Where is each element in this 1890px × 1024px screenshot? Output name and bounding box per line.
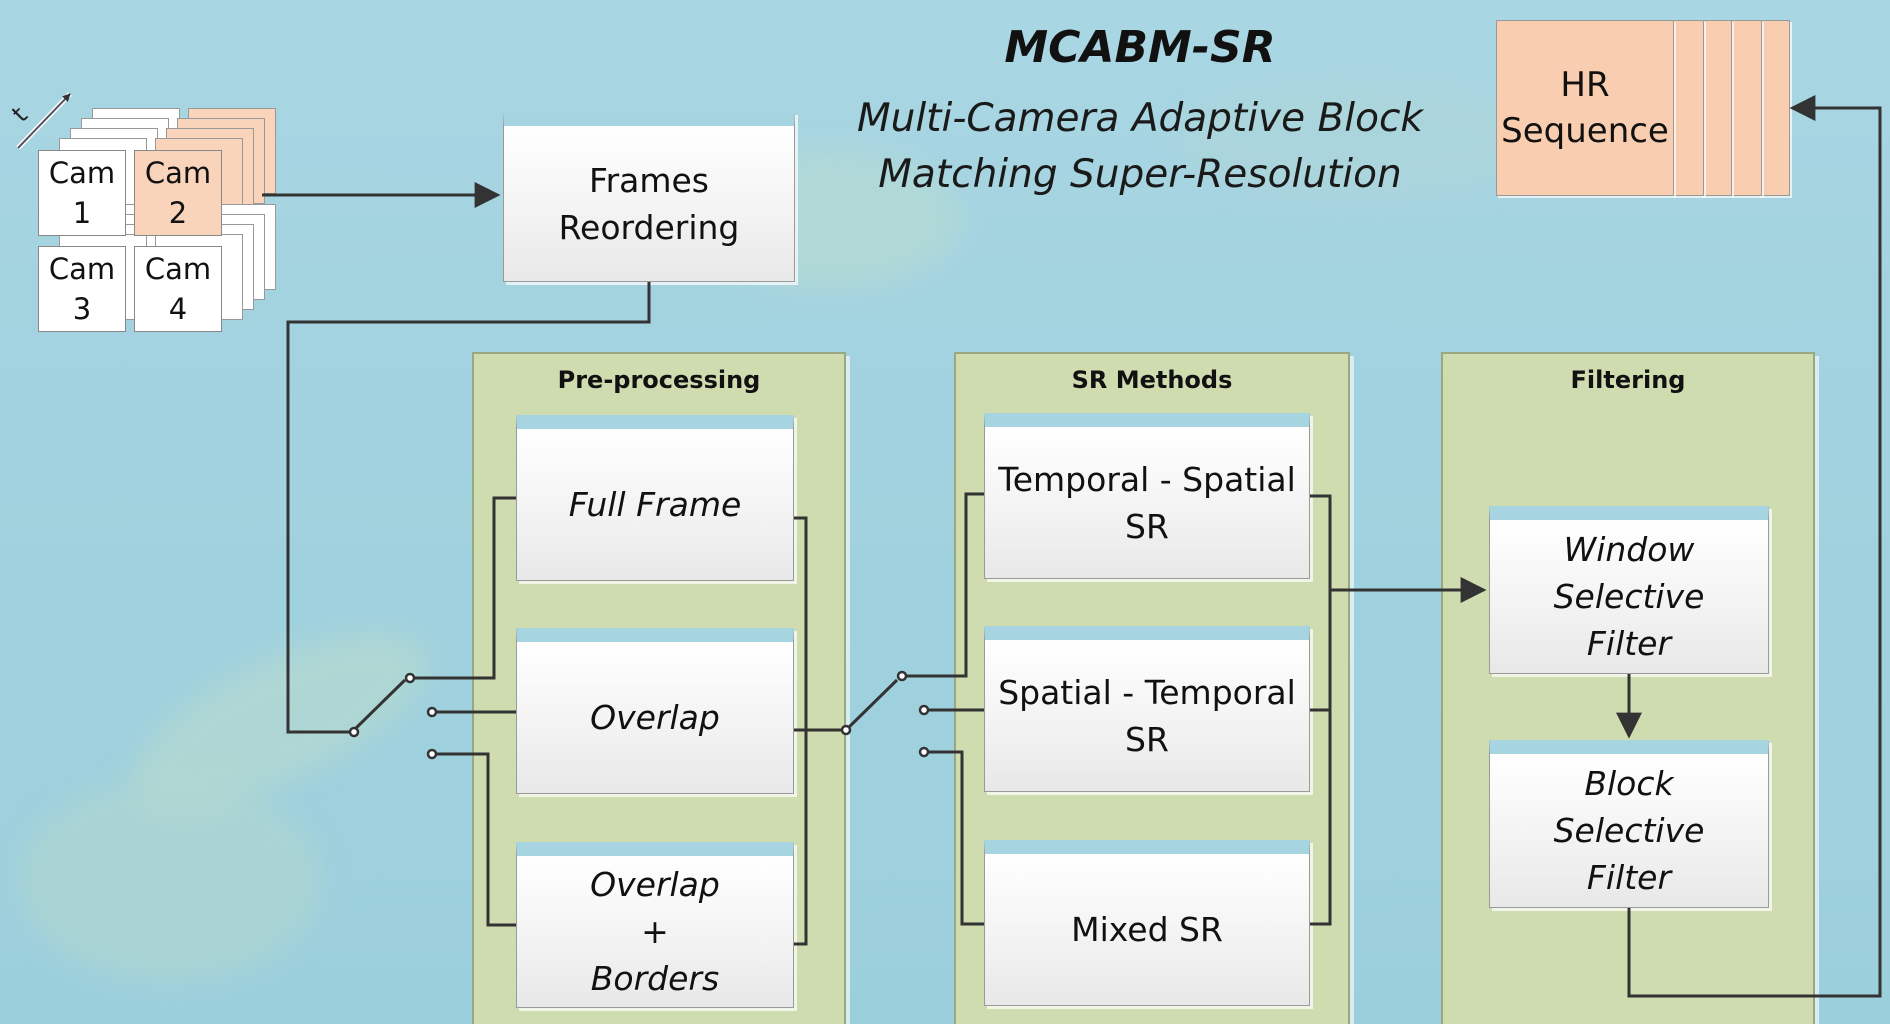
switch-to-temporal-spatial-wire (902, 492, 984, 678)
temporal-spatial-sr-label: Temporal - Spatial SR (998, 459, 1296, 546)
switch-contact (840, 724, 852, 736)
window-selective-filter-box: Window Selective Filter (1489, 506, 1769, 674)
cam-4: Cam 4 (134, 246, 222, 332)
overlap-label: Overlap (590, 698, 720, 737)
cam-1: Cam 1 (38, 150, 126, 236)
switch-to-mixed-sr-wire (924, 750, 984, 926)
filtering-title: Filtering (1570, 366, 1686, 394)
mixed-sr-label: Mixed SR (1071, 910, 1223, 949)
time-axis-label: t (6, 101, 32, 127)
switch-to-overlap-borders-wire (432, 752, 516, 927)
reordering-to-switch-wire (286, 282, 651, 734)
background-blob (1180, 80, 1540, 200)
switch-contact (426, 748, 438, 760)
temporal-spatial-sr-box: Temporal - Spatial SR (984, 413, 1310, 579)
block-selective-filter-box: Block Selective Filter (1489, 740, 1769, 908)
diagram-title: MCABM-SR (1004, 22, 1276, 73)
switch-contact (348, 726, 360, 738)
switch-contact (918, 704, 930, 716)
hr-frame-front (1496, 20, 1674, 196)
cam-3: Cam 3 (38, 246, 126, 332)
full-frame-box: Full Frame (516, 415, 794, 581)
overlap-borders-box: Overlap + Borders (516, 842, 794, 1008)
mixed-sr-box: Mixed SR (984, 840, 1310, 1006)
diagram-subtitle-line1: Multi-Camera Adaptive Block (856, 96, 1423, 141)
cam-2: Cam 2 (134, 150, 222, 236)
hr-sequence-label: HR Sequence (1501, 65, 1669, 151)
switch-contact (918, 746, 930, 758)
switch-contact (426, 706, 438, 718)
overlap-box: Overlap (516, 628, 794, 794)
window-selective-filter-label: Window Selective Filter (1553, 530, 1705, 663)
block-selective-filter-label: Block Selective Filter (1553, 764, 1705, 897)
spatial-temporal-sr-label: Spatial - Temporal SR (998, 672, 1296, 759)
switch-contact (404, 672, 416, 684)
preprocessing-title: Pre-processing (557, 366, 761, 394)
full-frame-label: Full Frame (568, 485, 742, 524)
sr-methods-title: SR Methods (1071, 366, 1233, 394)
frames-reordering-box: Frames Reordering (503, 112, 795, 282)
frames-reordering-label: Frames Reordering (558, 160, 740, 247)
overlap-borders-label: Overlap + Borders (590, 865, 720, 998)
switch-contact (896, 670, 908, 682)
filter-to-hr-sequence-arrow (1627, 95, 1882, 998)
spatial-temporal-sr-box: Spatial - Temporal SR (984, 626, 1310, 792)
background-blob (20, 780, 320, 980)
sr-switch (844, 678, 899, 732)
diagram-subtitle-line2: Matching Super-Resolution (878, 152, 1402, 197)
preprocessing-switch (352, 678, 407, 732)
switch-to-full-frame-wire (410, 496, 516, 680)
